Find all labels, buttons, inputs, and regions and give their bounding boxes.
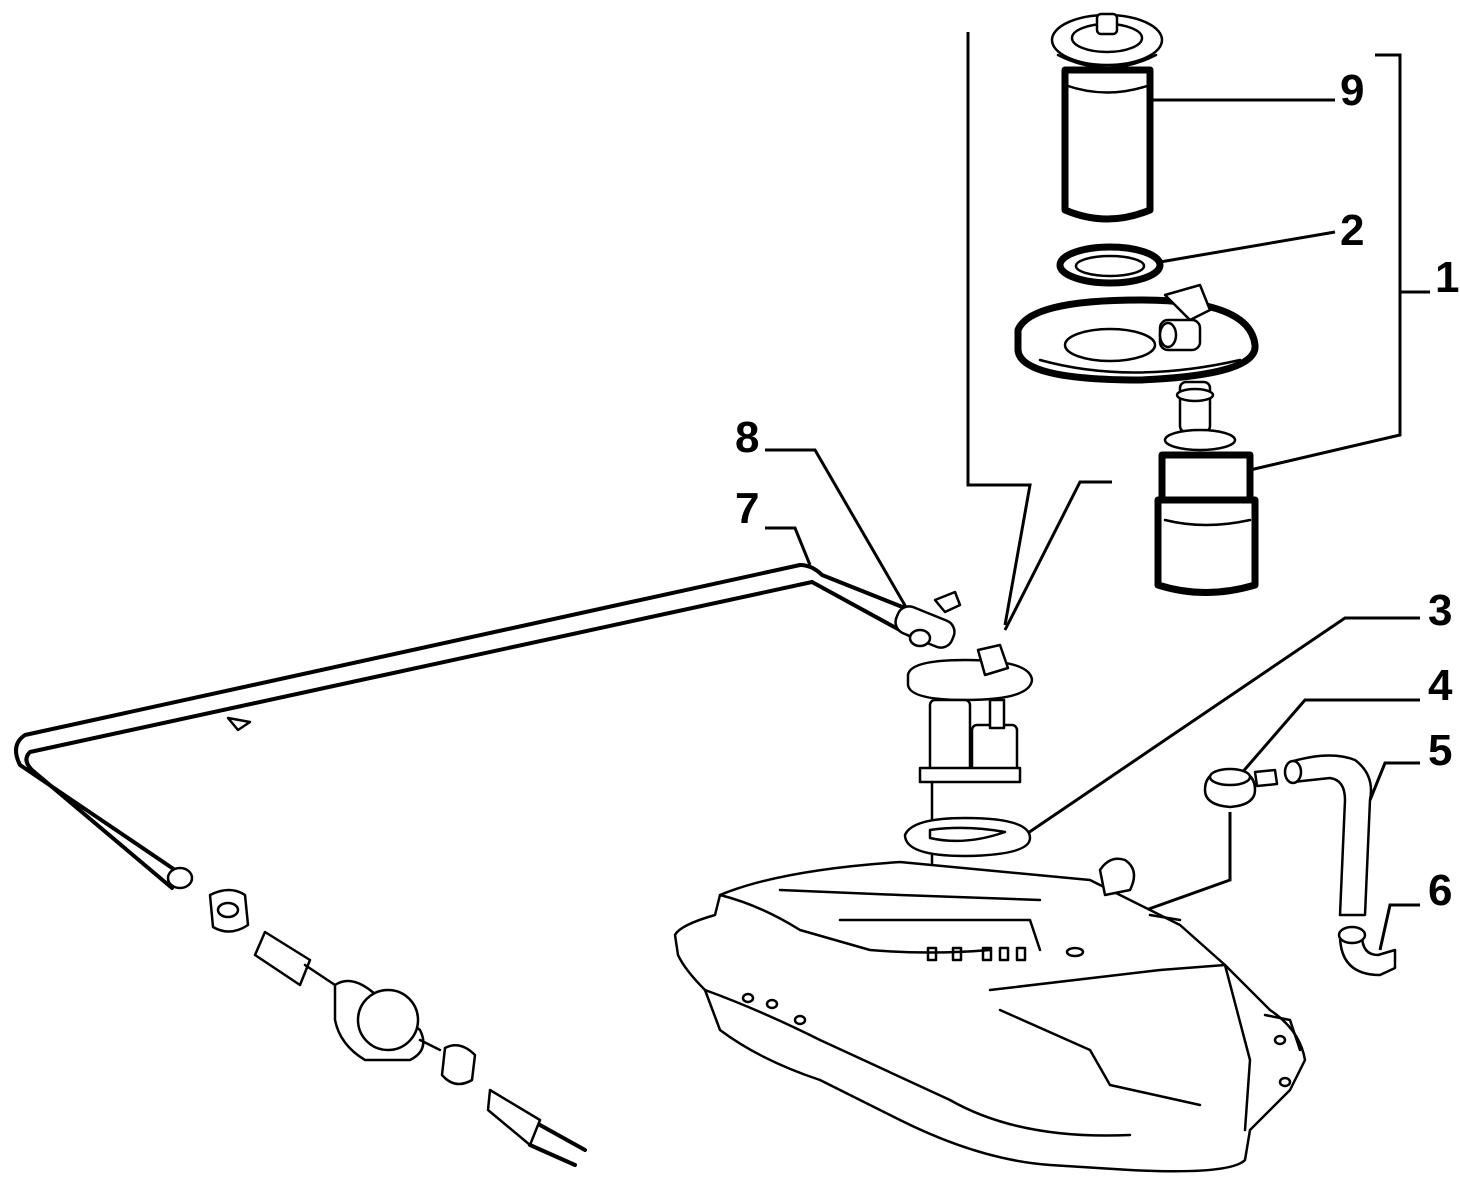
leader-lines <box>765 32 1420 951</box>
callout-labels: 9 2 1 3 4 5 6 8 7 <box>735 66 1459 915</box>
elbow-part-6 <box>1337 925 1397 977</box>
pump-mounting-flange <box>1014 283 1259 384</box>
hose-part-5 <box>1283 754 1373 917</box>
fuel-filter-assembly <box>208 888 587 1167</box>
callout-3: 3 <box>1428 586 1452 635</box>
cap-part-4 <box>1203 767 1279 809</box>
callout-1: 1 <box>1435 253 1459 302</box>
callout-7: 7 <box>735 484 759 533</box>
assembly-bracket-part-1 <box>1249 53 1430 472</box>
filler-tube-part-9 <box>1050 12 1164 223</box>
gasket-ring-part-2 <box>1056 243 1164 287</box>
fuel-line-part-7 <box>14 563 962 890</box>
gasket-part-3 <box>903 816 1032 858</box>
callout-6: 6 <box>1428 866 1452 915</box>
fuel-tank <box>673 857 1307 1173</box>
callout-4: 4 <box>1428 661 1453 710</box>
callout-9: 9 <box>1340 66 1364 115</box>
clamp-part-8 <box>908 628 932 648</box>
fuel-pump-body <box>1154 380 1259 596</box>
tank-connector-terminals <box>926 946 1027 962</box>
callout-8: 8 <box>735 413 759 462</box>
installed-pump-assembly <box>906 643 1034 962</box>
callout-5: 5 <box>1428 726 1452 775</box>
callout-2: 2 <box>1340 206 1364 255</box>
